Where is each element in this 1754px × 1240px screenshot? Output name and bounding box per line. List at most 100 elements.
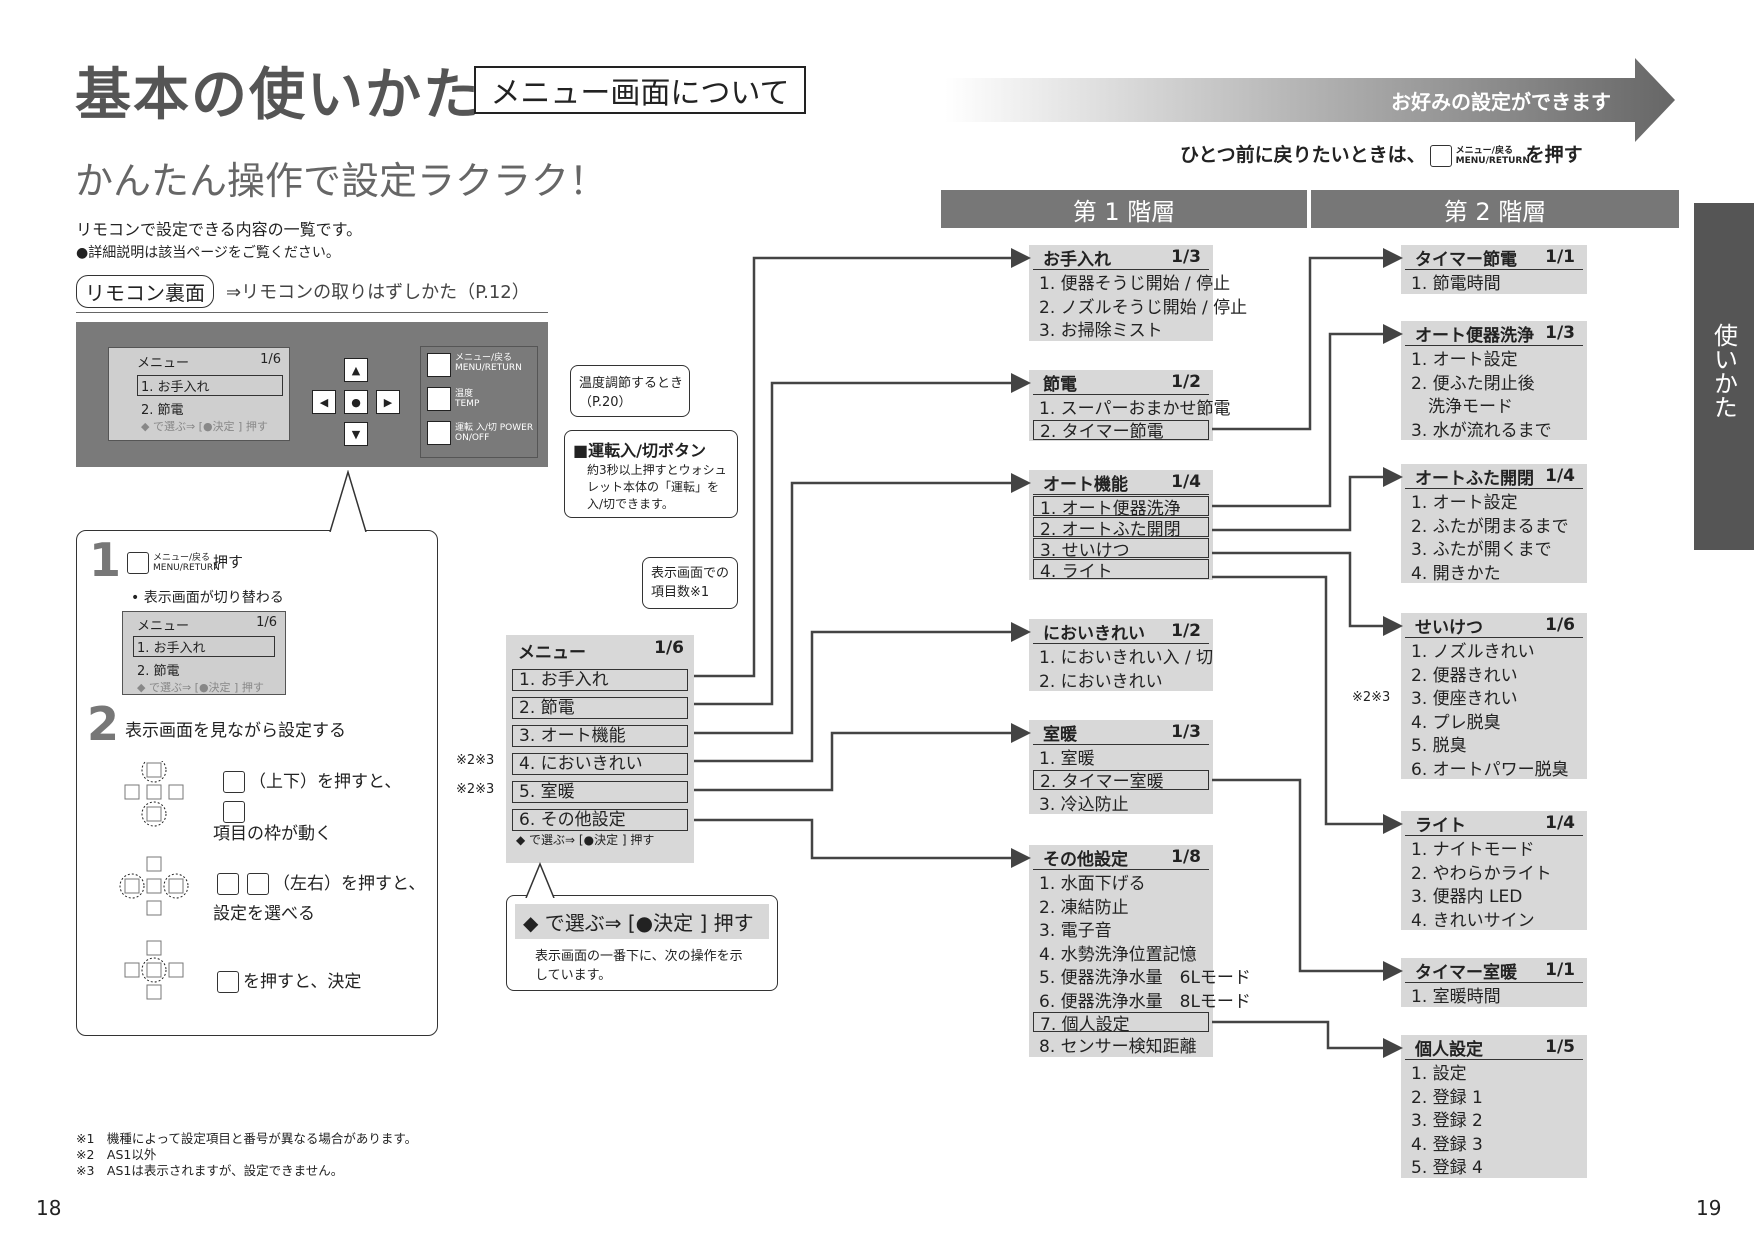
main-menu-item-4[interactable]: 4. においきれい: [512, 753, 688, 775]
level2-menu-item[interactable]: 3. 便器内 LED: [1411, 887, 1523, 908]
level1-menu-item[interactable]: 6. 便器洗浄水量 8Lモード: [1039, 991, 1251, 1012]
banner-text: お好みの設定ができます: [1391, 90, 1611, 114]
return-note: ひとつ前に戻りたいときは、メニュー/戻る MENU/RETURNを押す: [1180, 140, 1583, 167]
level1-menu-item[interactable]: 3. 電子音: [1039, 921, 1112, 942]
level1-menu-item[interactable]: 2. オートふた開閉: [1033, 517, 1209, 540]
footnote-1: ※1 機種によって設定項目と番号が異なる場合があります。: [76, 1131, 418, 1146]
level1-menu-item[interactable]: 4. ライト: [1033, 559, 1209, 582]
level1-menu-item[interactable]: 2. 凍結防止: [1039, 897, 1129, 918]
power-button[interactable]: [427, 421, 451, 445]
level2-menu-item[interactable]: 1. オート設定: [1411, 493, 1518, 514]
level2-menu-item[interactable]: 1. 室暖時間: [1411, 987, 1501, 1008]
level1-menu-item[interactable]: 2. タイマー節電: [1033, 419, 1209, 442]
level1-menu-item[interactable]: 5. 便器洗浄水量 6Lモード: [1039, 968, 1251, 989]
up-icon: [223, 771, 245, 793]
temp-button[interactable]: [427, 387, 451, 411]
level2-menu-item[interactable]: 5. 脱臭: [1411, 736, 1467, 757]
level2-menu-item[interactable]: 4. プレ脱臭: [1411, 712, 1501, 733]
level2-box-title: タイマー節電: [1415, 249, 1517, 270]
level1-box-count: 1/3: [1171, 247, 1201, 267]
level2-menu-item[interactable]: 2. 登録 1: [1411, 1087, 1483, 1108]
line-to-light: [1212, 575, 1403, 834]
level2-menu-item[interactable]: 2. 便ふた閉止後: [1411, 373, 1535, 394]
main-menu-item-1[interactable]: 1. お手入れ: [512, 669, 688, 691]
level1-menu-item[interactable]: 2. ノズルそうじ開始 / 停止: [1039, 297, 1248, 318]
down-icon: [223, 801, 245, 823]
level1-box-header: お手入れ 1/3: [1033, 245, 1209, 270]
remote-edge: [76, 312, 548, 319]
level2-menu-item[interactable]: 4. きれいサイン: [1411, 910, 1535, 931]
step2-number: 2: [87, 697, 120, 751]
note-item4: ※2※3: [456, 753, 495, 768]
level1-menu-item[interactable]: 3. お掃除ミスト: [1039, 321, 1163, 342]
level1-menu-item[interactable]: 3. 冷込防止: [1039, 794, 1129, 815]
level2-menu-item[interactable]: 3. ふたが開くまで: [1411, 540, 1552, 561]
updown-desc: （上下）を押すと、: [219, 767, 401, 827]
level1-menu-item[interactable]: 1. オート便器洗浄: [1033, 496, 1209, 519]
level2-menu-item[interactable]: 1. 節電時間: [1411, 274, 1501, 295]
note-seiketsu: ※2※3: [1352, 690, 1391, 705]
level1-menu-item[interactable]: 1. においきれい入 / 切: [1039, 648, 1214, 669]
level1-box-title: その他設定: [1043, 849, 1128, 870]
level1-menu-item[interactable]: 1. 便器そうじ開始 / 停止: [1039, 274, 1231, 295]
level1-menu-item[interactable]: 2. においきれい: [1039, 671, 1163, 692]
level1-menu-item[interactable]: 2. タイマー室暖: [1033, 769, 1209, 792]
level1-box-title: お手入れ: [1043, 249, 1111, 270]
level2-box-count: 1/4: [1545, 813, 1575, 833]
down-button[interactable]: ▼: [344, 422, 368, 446]
level1-menu-item[interactable]: 3. せいけつ: [1033, 538, 1209, 561]
level2-menu-item[interactable]: 4. 登録 3: [1411, 1134, 1483, 1155]
ok-button[interactable]: ●: [344, 390, 368, 414]
level1-menu-item[interactable]: 8. センサー検知距離: [1039, 1037, 1197, 1058]
level2-menu-item[interactable]: 6. オートパワー脱臭: [1411, 759, 1569, 780]
level1-box-count: 1/4: [1171, 472, 1201, 492]
level2-menu-item[interactable]: 洗浄モード: [1411, 397, 1513, 418]
main-menu-item-3[interactable]: 3. オート機能: [512, 725, 688, 747]
level1-menu-item[interactable]: 1. 水面下げる: [1039, 874, 1146, 895]
level2-menu-item[interactable]: 3. 便座きれい: [1411, 689, 1518, 710]
level1-box-title: 室暖: [1043, 724, 1077, 745]
level2-box-title: せいけつ: [1415, 617, 1483, 638]
menu-return-button-icon: [1429, 144, 1452, 167]
return-note-post: を押す: [1525, 144, 1583, 166]
right-button[interactable]: ▶: [376, 390, 400, 414]
temp-callout: 温度調節するとき（P.20）: [570, 365, 690, 417]
menu-return-button[interactable]: [427, 353, 451, 377]
up-button[interactable]: ▲: [344, 358, 368, 382]
main-menu-item-5[interactable]: 5. 室暖: [512, 781, 688, 803]
level2-menu-item[interactable]: 5. 登録 4: [1411, 1158, 1483, 1179]
level1-menu-item[interactable]: 1. 室暖: [1039, 749, 1095, 770]
menu-btn-label: メニュー/戻る MENU/RETURN: [455, 353, 522, 373]
level2-menu-item[interactable]: 3. 登録 2: [1411, 1111, 1483, 1132]
level2-menu-item[interactable]: 2. ふたが閉まるまで: [1411, 516, 1569, 537]
level2-menu-item[interactable]: 4. 開きかた: [1411, 563, 1501, 584]
hint-box: ◆ で選ぶ⇒ [●決定 ] 押す 表示画面の一番下に、次の操作を示しています。: [506, 895, 778, 991]
level1-menu-item[interactable]: 4. 水勢洗浄位置記憶: [1039, 944, 1197, 965]
level2-menu-item[interactable]: 1. オート設定: [1411, 350, 1518, 371]
level1-menu-item[interactable]: 1. スーパーおまかせ節電: [1039, 399, 1231, 420]
return-btn-label: メニュー/戻る MENU/RETURN: [1455, 145, 1530, 166]
main-menu-title: メニュー: [518, 643, 586, 663]
power-callout-title: ■運転入/切ボタン: [573, 441, 706, 460]
level2-menu-item[interactable]: 2. やわらかライト: [1411, 863, 1552, 884]
level2-box-count: 1/6: [1545, 615, 1575, 635]
step1-sub: • 表示画面が切り替わる: [131, 590, 284, 606]
left-button[interactable]: ◀: [312, 390, 336, 414]
main-menu-item-6[interactable]: 6. その他設定: [512, 809, 688, 831]
level2-menu-item[interactable]: 1. 設定: [1411, 1064, 1467, 1085]
level2-menu-item[interactable]: 3. 水が流れるまで: [1411, 420, 1552, 441]
level1-box-title: 節電: [1043, 374, 1077, 395]
level2-menu-item[interactable]: 1. ナイトモード: [1411, 840, 1535, 861]
level2-menu-item[interactable]: 2. 便器きれい: [1411, 665, 1518, 686]
level1-menu-item[interactable]: 7. 個人設定: [1033, 1012, 1209, 1035]
level2-menu-item[interactable]: 1. ノズルきれい: [1411, 642, 1535, 663]
line-to-kojin: [1212, 1020, 1403, 1058]
main-menu-item-2[interactable]: 2. 節電: [512, 697, 688, 719]
